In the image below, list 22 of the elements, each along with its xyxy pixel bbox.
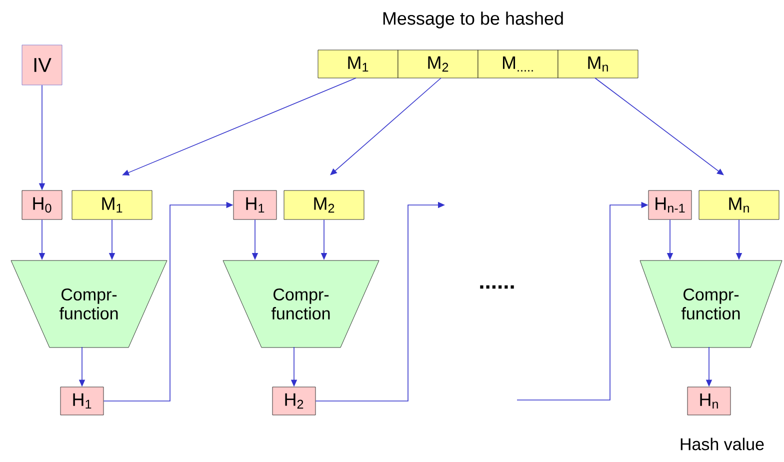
- message-block: M$_{n}$: [698, 190, 780, 220]
- hash-box: H$_{n-1}$: [648, 190, 692, 220]
- compression-trapezoid: Compr- function: [222, 260, 380, 348]
- compression-trapezoid: Compr- function: [640, 260, 782, 348]
- message-block: M$_{1}$: [318, 50, 398, 78]
- hash-box: H$_{1}$: [60, 386, 104, 416]
- hash-box: H$_{0}$: [22, 190, 62, 220]
- message-block: M$_{2}$: [284, 190, 364, 220]
- iv-box: IV: [22, 44, 62, 86]
- message-block: M$_{.....}$: [478, 50, 558, 78]
- message-block: M$_{2}$: [398, 50, 478, 78]
- compression-trapezoid: Compr- function: [10, 260, 168, 348]
- caption-text: Hash value: [680, 438, 764, 450]
- arrow: [594, 78, 724, 176]
- diagram-title: Message to be hashed: [383, 12, 563, 28]
- arrow: [330, 78, 442, 176]
- ellipsis-text: ......: [480, 285, 514, 289]
- hash-box: H$_{1}$: [233, 190, 277, 220]
- message-block: M$_{n}$: [558, 50, 638, 78]
- hash-box: H$_{n}$: [687, 386, 731, 416]
- message-block: M$_{1}$: [72, 190, 152, 220]
- hash-box: H$_{2}$: [272, 386, 316, 416]
